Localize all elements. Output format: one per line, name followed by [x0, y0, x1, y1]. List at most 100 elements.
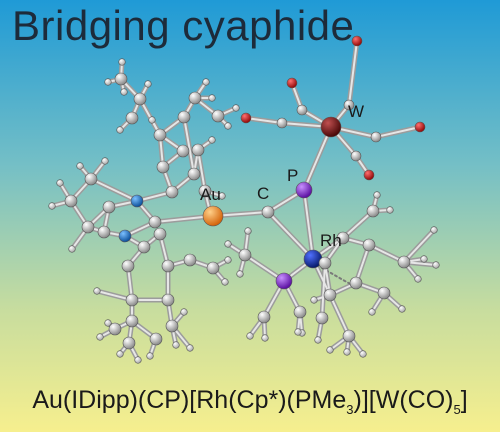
c-atom-co5c	[350, 150, 362, 162]
c-atom-pm1	[238, 248, 252, 262]
h-atom	[236, 270, 244, 278]
bond-highlight	[90, 178, 138, 202]
chemical-formula: Au(IDipp)(CP)[Rh(Cp*)(PMe3)][W(CO)5]	[0, 386, 500, 417]
c-atom-b1	[137, 240, 151, 254]
h-atom	[172, 341, 180, 349]
p-label: P	[287, 166, 298, 185]
n-atom-n1	[130, 194, 144, 208]
h-atom	[118, 58, 126, 66]
c-atom-ip4	[125, 314, 139, 328]
w-atom-w	[320, 116, 342, 138]
c-atom-c1	[261, 205, 275, 219]
bond-highlight	[303, 189, 314, 260]
c-atom-b3	[161, 259, 175, 273]
h-atom	[294, 328, 302, 336]
h-bond-highlight	[403, 229, 435, 263]
c-atom-co4c	[370, 131, 382, 143]
h-atom	[93, 287, 101, 295]
c-atom-a2	[177, 110, 191, 124]
c-atom-a6	[187, 167, 201, 181]
c-atom-ip4b	[149, 332, 163, 346]
c-atom-cr1	[102, 200, 116, 214]
h-atom	[359, 350, 367, 358]
c-atom-ip4c	[122, 336, 136, 350]
h-atom	[116, 126, 124, 134]
c-atom-a4	[156, 160, 170, 174]
h-atom	[146, 352, 154, 360]
c-atom-cp3	[362, 238, 376, 252]
o-atom-co1o	[351, 35, 363, 47]
h-atom	[76, 162, 84, 170]
c-atom-cm2	[397, 255, 411, 269]
o-atom-co3o	[240, 112, 252, 124]
c-atom-co3c	[276, 117, 288, 129]
formula-subscript-2: 5	[453, 402, 461, 417]
h-atom	[120, 88, 128, 96]
c-atom-cp1	[318, 256, 332, 270]
bond-highlight	[245, 117, 283, 124]
au-atom-au	[202, 205, 224, 227]
bond-highlight	[329, 294, 350, 337]
c-atom-l2	[84, 172, 98, 186]
h-atom	[310, 296, 318, 304]
h-atom	[218, 192, 226, 200]
c-atom-co1c	[343, 99, 355, 111]
h-atom	[420, 255, 428, 263]
h-atom	[224, 122, 232, 130]
h-atom	[202, 78, 210, 86]
h-atom	[48, 202, 56, 210]
c-atom-ip2	[188, 91, 202, 105]
c-atom-ip1	[133, 92, 147, 106]
formula-subscript-1: 3	[346, 402, 354, 417]
h-atom	[343, 348, 351, 356]
h-atom	[208, 136, 216, 144]
h-atom	[326, 346, 334, 354]
c-atom-cp2	[336, 231, 350, 245]
c-atom-ip3a	[198, 184, 212, 198]
h-atom	[432, 261, 440, 269]
c-atom-cr2	[97, 225, 111, 239]
h-atom	[96, 333, 104, 341]
c-atom-a3	[176, 144, 190, 158]
h-atom	[68, 245, 76, 253]
c-atom-ip5	[183, 253, 197, 267]
c-atom-ip1a	[114, 72, 128, 86]
h-atom	[261, 334, 269, 342]
bond-highlight	[139, 98, 161, 136]
atoms	[48, 35, 440, 364]
h-atom	[244, 227, 252, 235]
h-atom	[430, 226, 438, 234]
bond-highlight	[183, 116, 195, 175]
formula-part-3: ]	[460, 386, 468, 414]
w-label: W	[348, 102, 364, 121]
formula-part-2: )][W(CO)	[353, 386, 454, 414]
c-atom-l1	[81, 220, 95, 234]
o-atom-co5o	[363, 169, 375, 181]
h-atom	[246, 332, 254, 340]
c-atom-cm4	[342, 329, 356, 343]
figure-title: Bridging cyaphide	[12, 2, 355, 49]
bond-highlights	[51, 40, 437, 361]
h-atom	[148, 116, 156, 124]
c-atom-cc	[148, 215, 162, 229]
c-atom-ip3	[191, 143, 205, 157]
h-atom	[414, 275, 422, 283]
h-atom	[116, 350, 124, 358]
bond-highlight	[342, 210, 374, 239]
bond-highlight	[267, 211, 314, 260]
c-atom-ip5b	[165, 319, 179, 333]
c-atom-cp5	[323, 288, 337, 302]
h-atom	[314, 336, 322, 344]
c-atom-l3	[64, 194, 78, 208]
o-atom-co4o	[414, 121, 426, 133]
c-atom-a1	[153, 128, 167, 142]
p-atom-p	[295, 181, 313, 199]
c-atom-ip2a	[211, 109, 225, 123]
bond-highlight	[321, 262, 326, 319]
bond-highlight	[355, 244, 370, 284]
h-atom	[186, 344, 194, 352]
h-atom	[224, 256, 232, 264]
h-atom	[224, 240, 232, 248]
